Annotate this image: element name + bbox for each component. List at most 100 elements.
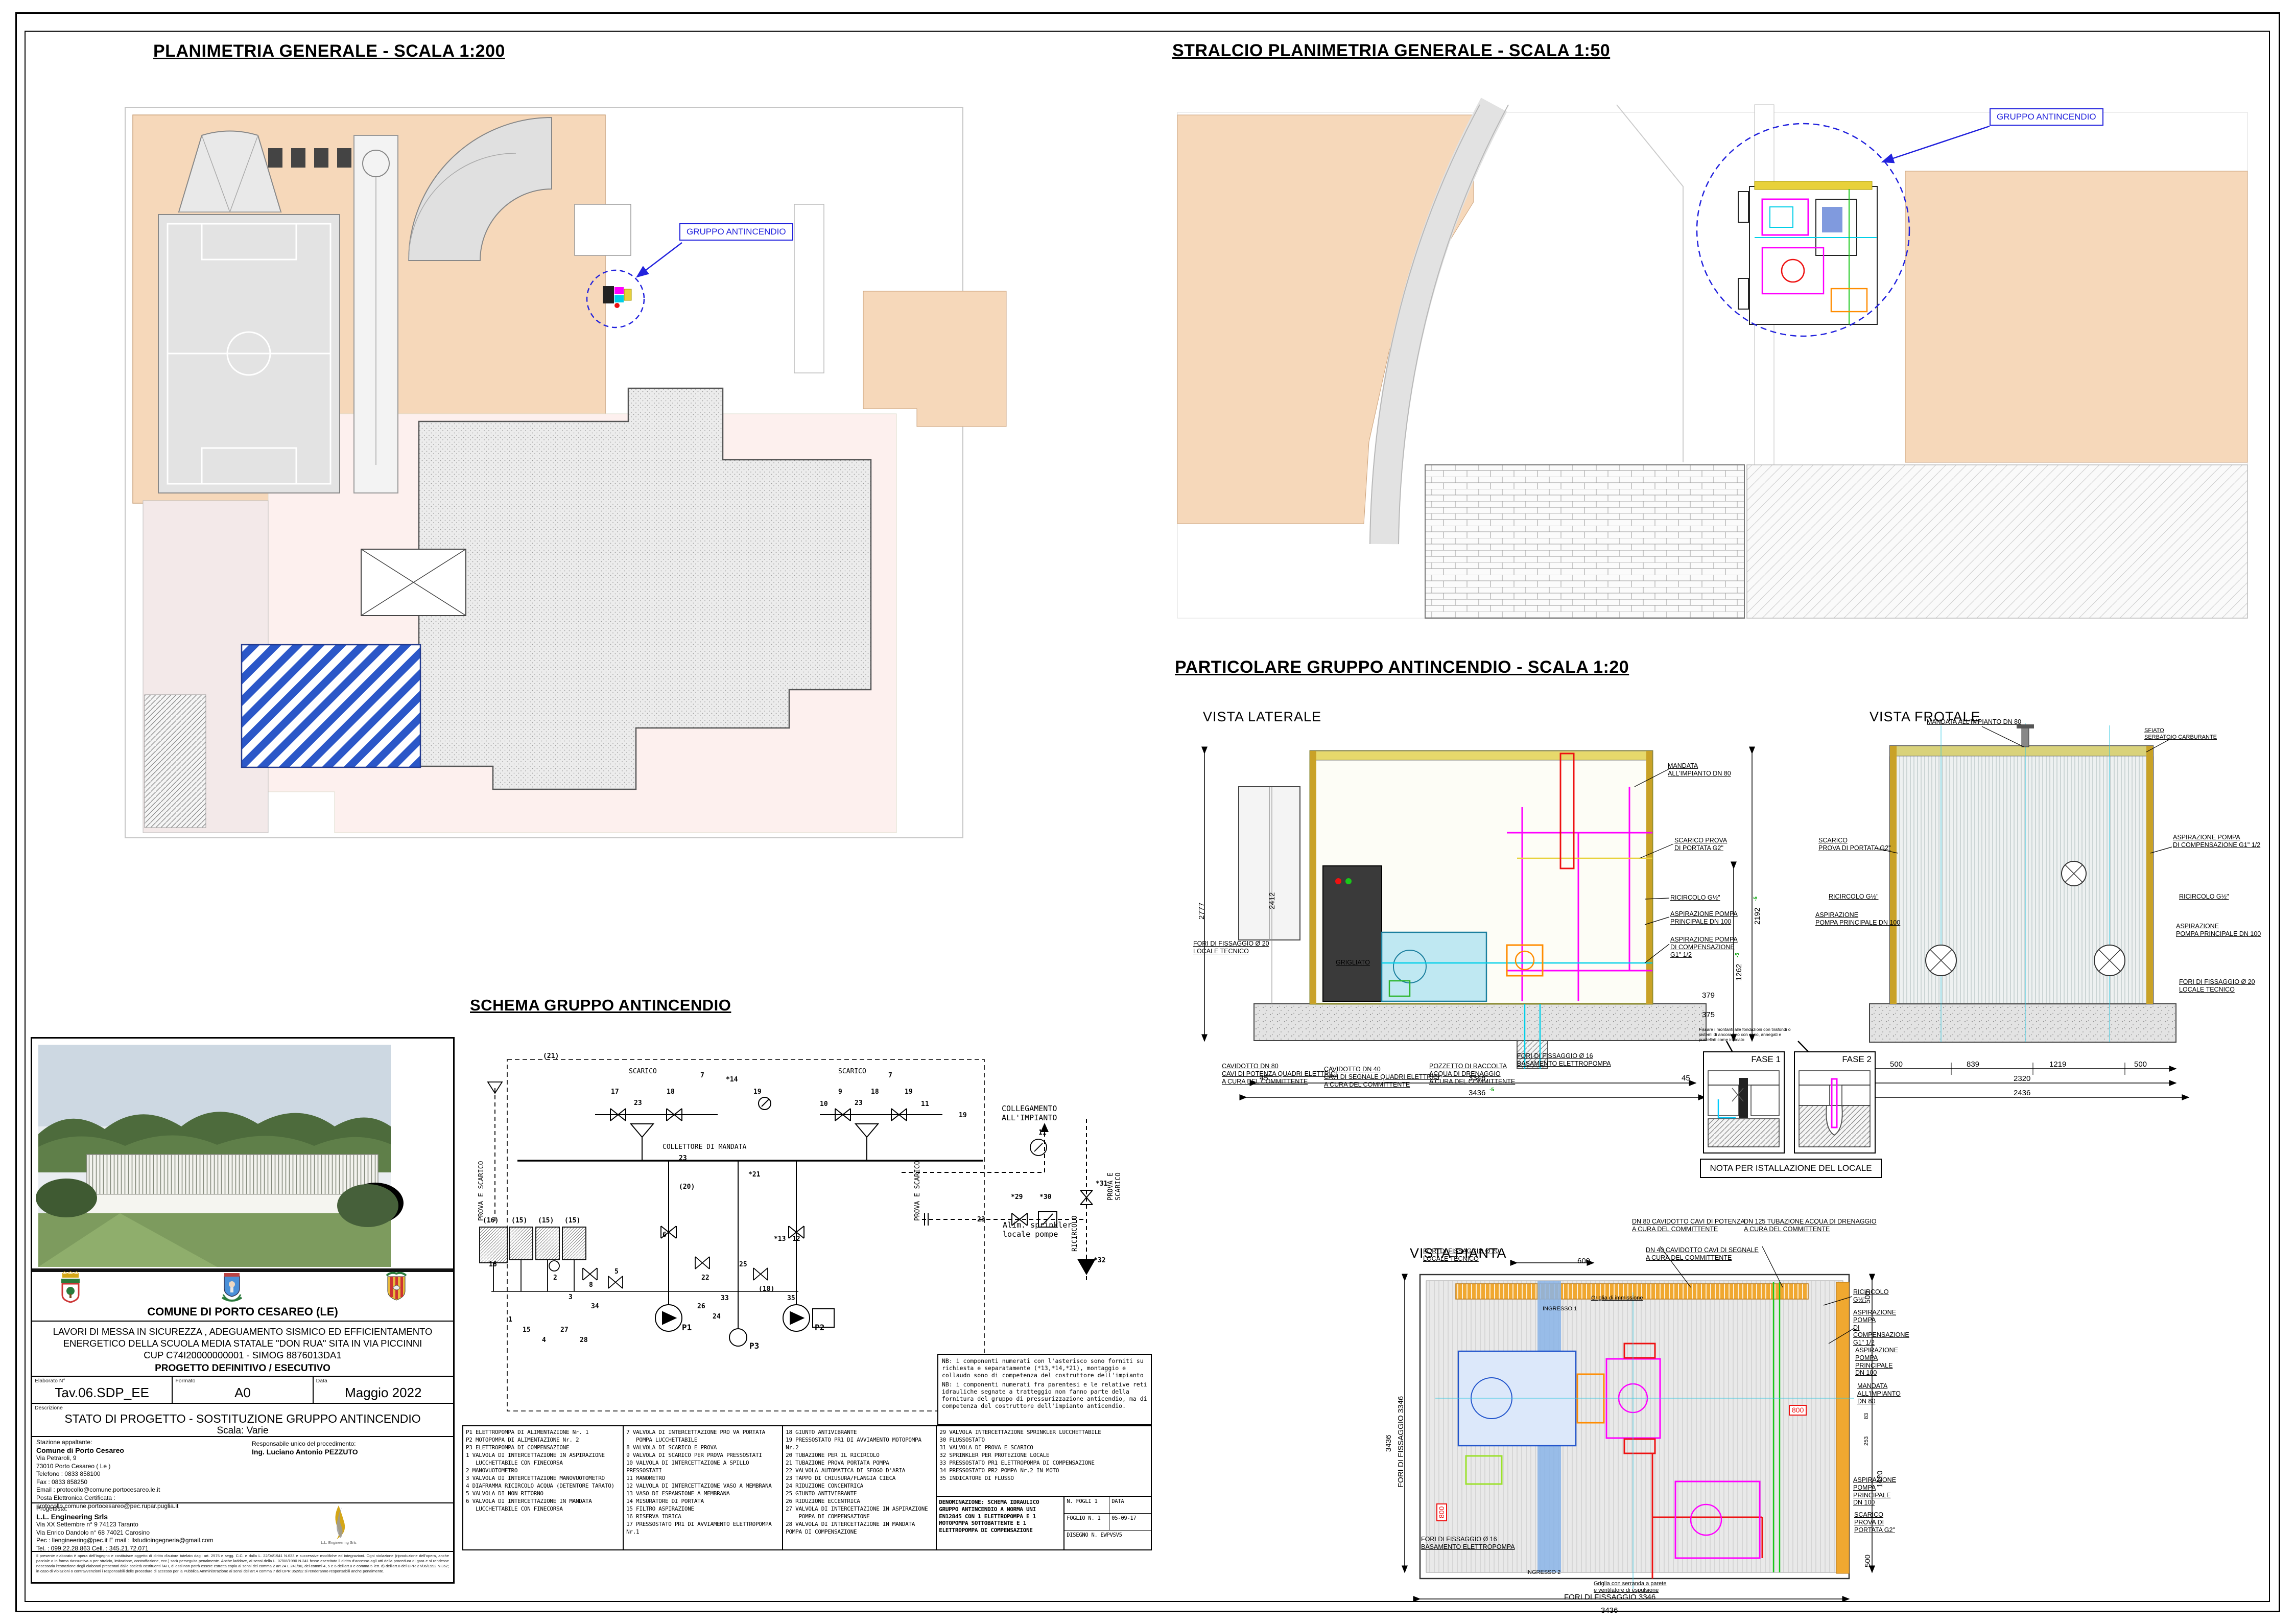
annotation-label: 33 <box>721 1295 729 1302</box>
rup-block: Responsabile unico del procedimento: Ing… <box>252 1439 358 1456</box>
annotation-label: 8 <box>589 1281 593 1289</box>
annotation-label: *14 <box>726 1076 738 1084</box>
annotation-label: 3436 <box>1469 1089 1486 1097</box>
schema-nb2: NB: i componenti numerati fra parentesi … <box>942 1381 1147 1410</box>
elaborato-value: Tav.06.SDP_EE <box>55 1385 149 1400</box>
annotation-label: 19 <box>905 1088 913 1096</box>
legend-item: 28 VALVOLA DI INTERCETTAZIONE IN MANDATA… <box>786 1521 918 1535</box>
annotation-label: ASPIRAZIONE POMPA PRINCIPALE DN 100 <box>1670 910 1738 925</box>
legend-item: P3 ELETTROPOMPA DI COMPENSAZIONE <box>466 1444 570 1451</box>
field-formato: Formato A0 <box>173 1377 314 1403</box>
legend-item: POMPA LUCCHETTABILE <box>626 1437 698 1443</box>
annotation-label: RICIRCOLO G½" <box>1829 893 1879 900</box>
stralcio-title: STRALCIO PLANIMETRIA GENERALE - SCALA 1:… <box>1172 41 1611 60</box>
annotation-label: 5 <box>614 1268 619 1276</box>
frontale-label: VISTA FROTALE <box>1870 709 1981 724</box>
legend-item: LUCCHETTABILE CON FINECORSA <box>466 1460 563 1466</box>
stralcio-group-circle <box>1696 123 1910 337</box>
annotation-label: CAVIDOTTO DN 40 CAVI DI SEGNALE QUADRI E… <box>1324 1066 1440 1088</box>
annotation-label: DN 125 TUBAZIONE ACQUA DI DRENAGGIO A CU… <box>1744 1218 1877 1233</box>
annotation-label: 19 <box>959 1112 967 1119</box>
annotation-label: -5 <box>1753 897 1759 901</box>
legend-item: 35 INDICATORE DI FLUSSO <box>939 1475 1014 1481</box>
annotation-label: 34 <box>591 1303 599 1310</box>
nota-note-text: Fissare i montanti alle fondazioni con t… <box>1699 1027 1791 1043</box>
section-schema: SCHEMA GRUPPO ANTINCENDIO <box>462 996 1157 1563</box>
annotation-label: 1262 <box>1735 963 1743 981</box>
annotation-label: 27 <box>560 1326 569 1334</box>
annotation-label: 500 <box>1890 1060 1903 1069</box>
annotation-label: Griglia con serranda a parete e ventilat… <box>1594 1581 1667 1593</box>
nota-installazione: Fissare i montanti alle fondazioni con t… <box>1696 1027 1900 1185</box>
section-planimetria: PLANIMETRIA GENERALE - SCALA 1:200 <box>49 38 1007 886</box>
project-description: LAVORI DI MESSA IN SICUREZZA , ADEGUAMEN… <box>32 1326 453 1375</box>
annotation-label: (15) <box>538 1217 554 1225</box>
annotation-label: 23 <box>679 1155 687 1162</box>
annotation-label: (20) <box>679 1183 695 1191</box>
annotation-label: SCARICO PROVA DI PORTATA G2" <box>1818 837 1891 852</box>
annotation-label: 19 <box>753 1088 762 1096</box>
legend-item: P2 MOTOPOMPA DI ALIMENTAZIONE Nr. 2 <box>466 1437 579 1443</box>
data-value: Maggio 2022 <box>345 1385 422 1400</box>
annotation-label: COLLETTORE DI MANDATA <box>663 1143 747 1151</box>
annotation-label: 16 <box>489 1261 497 1268</box>
legend-item: 33 PRESSOSTATO PR1 ELETTROPOMPA DI COMPE… <box>939 1460 1095 1466</box>
annotation-label: ASPIRAZIONE POMPA DI COMPENSAZIONE G1" 1… <box>1670 936 1738 958</box>
elaborato-label: Elaborato N° <box>35 1378 65 1384</box>
annotation-label: 11 <box>1038 1129 1047 1137</box>
legend-item: 21 TUBAZIONE PROVA PORTATA POMPA <box>786 1460 889 1466</box>
particolare-title: PARTICOLARE GRUPPO ANTINCENDIO - SCALA 1… <box>1175 657 1629 677</box>
annotation-label: *30 <box>1039 1193 1052 1201</box>
planimetria-drawing <box>125 107 1007 838</box>
annotation-label: 7 <box>888 1072 892 1079</box>
annotation-label: 1420 <box>1876 1470 1884 1488</box>
annotation-label: 17 <box>611 1088 619 1096</box>
planimetria-callout: GRUPPO ANTINCENDIO <box>679 223 793 241</box>
annotation-label: 18 <box>667 1088 675 1096</box>
legend-item: 22 VALVOLA AUTOMATICA DI SFOGO D'ARIA <box>786 1467 906 1474</box>
annotation-label: (16) <box>483 1217 499 1225</box>
legend-item: 1 VALVOLA DI INTERCETTAZIONE IN ASPIRAZI… <box>466 1452 605 1458</box>
legend-item: 25 GIUNTO ANTIVIBRANTE <box>786 1490 857 1497</box>
project-line2: ENERGETICO DELLA SCUOLA MEDIA STATALE "D… <box>63 1338 422 1349</box>
annotation-label: *32 <box>1094 1257 1106 1264</box>
den-data-label: DATA <box>1109 1497 1151 1514</box>
stazione-line: Email : protocollo@comune.portocesareo.l… <box>36 1486 160 1494</box>
annotation-label: 35 <box>787 1295 795 1302</box>
annotation-label: 9 <box>838 1088 842 1096</box>
annotation-label: *31 <box>1096 1180 1108 1188</box>
legend-item: 24 RIDUZIONE CONCENTRICA <box>786 1482 863 1489</box>
legend-item: LUCCHETTABILE CON FINECORSA <box>466 1505 563 1512</box>
annotation-label: *29 <box>1011 1193 1023 1201</box>
legend-item: 13 VASO DI ESPANSIONE A MEMBRANA <box>626 1490 730 1497</box>
project-line1: LAVORI DI MESSA IN SICUREZZA , ADEGUAMEN… <box>53 1326 433 1337</box>
formato-value: A0 <box>234 1385 251 1400</box>
annotation-label: FORI DI FISSAGGIO Ø 20 LOCALE TECNICO <box>1193 940 1269 955</box>
stralcio-callout: GRUPPO ANTINCENDIO <box>1990 108 2103 126</box>
annotation-label: 2777 <box>1197 902 1206 920</box>
ll-engineering-logo: L.L. Engineering Srls <box>318 1504 359 1545</box>
legend-item: 10 VALVOLA DI INTERCETTAZIONE A SPILLO P… <box>626 1460 752 1474</box>
annotation-label: SCARICO <box>838 1068 866 1075</box>
legend-item: 11 MANOMETRO <box>626 1475 665 1481</box>
progettista-block: Progettista: L.L. Engineering Srls Via X… <box>32 1503 453 1552</box>
frontale-drawing <box>1850 723 2190 1100</box>
annotation-label: 25 <box>739 1261 747 1268</box>
annotation-label: P2 <box>815 1323 825 1332</box>
disclaimer-text: Il presente elaborato è opera dell'ingeg… <box>36 1554 449 1573</box>
data-label: Data <box>316 1378 327 1384</box>
laterale-label: VISTA LATERALE <box>1203 709 1322 724</box>
annotation-label: ASPIRAZIONE POMPA PRINCIPALE DN 100 <box>1815 911 1901 926</box>
annotation-label: 500 <box>1863 1290 1872 1304</box>
annotation-label: 839 <box>1967 1060 1980 1069</box>
annotation-label: 3436 <box>1384 1434 1393 1452</box>
ll-logo-caption: L.L. Engineering Srls <box>321 1540 357 1545</box>
progettista-line: Via XX Settembre n° 9 74123 Taranto <box>36 1521 138 1528</box>
view-laterale: VISTA LATERALE MANDATA ALL'IM <box>1190 705 1824 1134</box>
annotation-label: 3346 <box>1469 1074 1486 1082</box>
annotation-label: -5 <box>1735 953 1740 957</box>
